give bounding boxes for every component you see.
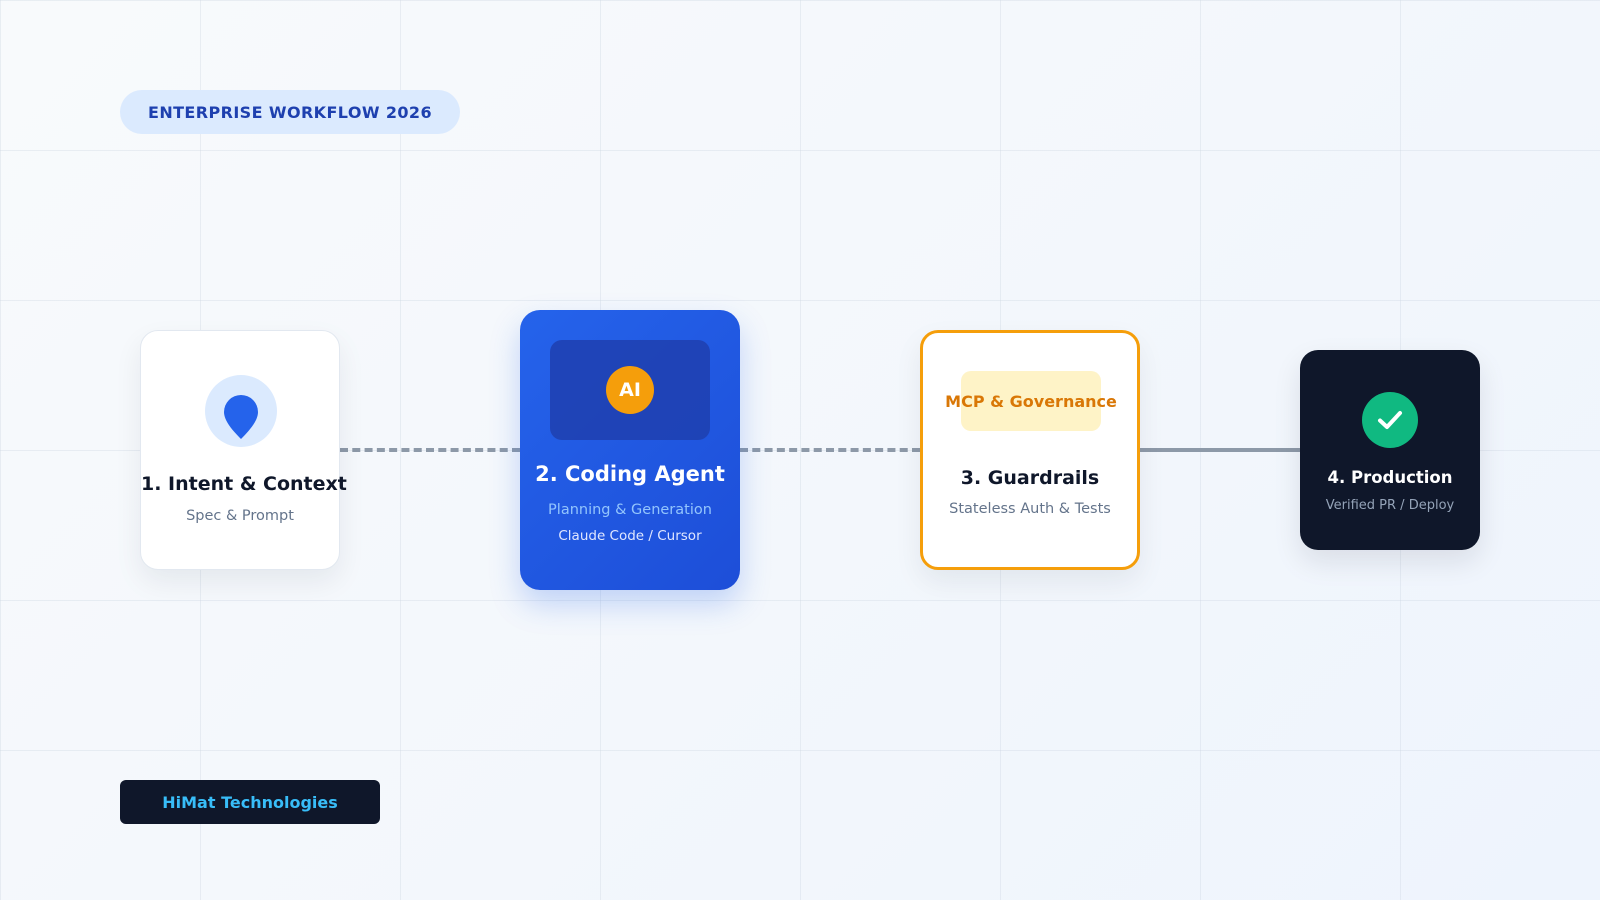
checkmark-icon <box>1362 392 1418 448</box>
step-subtitle: Planning & Generation <box>548 502 712 518</box>
step-card-coding-agent: AI 2. Coding Agent Planning & Generation… <box>520 310 740 590</box>
step-card-intent: 1. Intent & Context Spec & Prompt <box>140 330 347 570</box>
step-tools: Claude Code / Cursor <box>558 528 702 544</box>
location-pin-icon <box>205 375 277 447</box>
step-subtitle: Spec & Prompt <box>186 508 294 524</box>
connector-dashed-1 <box>340 448 520 452</box>
workflow-badge: ENTERPRISE WORKFLOW 2026 <box>120 90 460 134</box>
step-title: 2. Coding Agent <box>535 462 725 486</box>
step-title: 1. Intent & Context <box>141 473 347 495</box>
step-subtitle: Verified PR / Deploy <box>1325 498 1455 513</box>
step-card-production: 4. Production Verified PR / Deploy <box>1300 350 1480 550</box>
brand-logo: HiMat Technologies <box>120 780 380 824</box>
connector-solid-3 <box>1140 448 1300 452</box>
step-title: 4. Production <box>1327 468 1453 487</box>
ai-badge: AI <box>606 366 654 414</box>
governance-badge: MCP & Governance <box>945 371 1117 431</box>
connector-dashed-2 <box>740 448 920 452</box>
step-card-guardrails: MCP & Governance 3. Guardrails Stateless… <box>920 330 1140 570</box>
step-subtitle: Stateless Auth & Tests <box>949 501 1111 517</box>
step-title: 3. Guardrails <box>960 467 1100 489</box>
